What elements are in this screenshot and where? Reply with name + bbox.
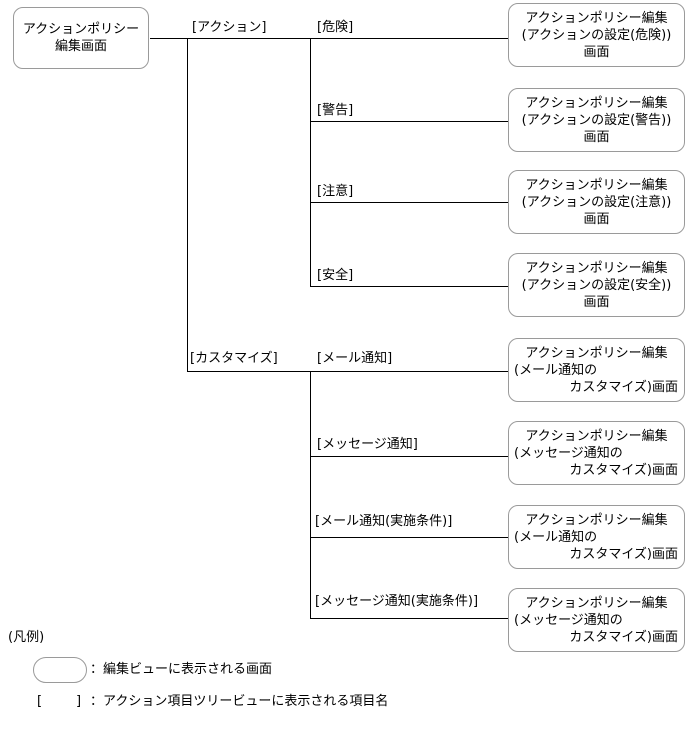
screen-node-text: (アクションの設定(警告)) xyxy=(521,112,672,128)
branch-label-customize: [カスタマイズ] xyxy=(190,351,278,366)
screen-node-text: (メッセージ通知の xyxy=(514,445,623,461)
connector-line xyxy=(310,38,311,286)
screen-node-text: 画面 xyxy=(583,44,610,60)
screen-node-mail-notify-condition: アクションポリシー編集 (メール通知の カスタマイズ)画面 xyxy=(508,505,685,569)
screen-node-text: (メッセージ通知の xyxy=(514,612,623,628)
item-label-message-notify: [メッセージ通知] xyxy=(317,437,418,452)
item-label-mail-notify: [メール通知] xyxy=(317,351,393,366)
screen-node-warning: アクションポリシー編集 (アクションの設定(警告)) 画面 xyxy=(508,88,685,152)
connector-line xyxy=(187,38,188,371)
connector-line xyxy=(310,286,508,287)
screen-node-text: アクションポリシー編集 xyxy=(525,345,668,361)
screen-node-text: (メール通知の xyxy=(514,529,598,545)
screen-node-text: アクションポリシー編集 xyxy=(525,595,668,611)
connector-line xyxy=(310,456,508,457)
screen-node-message-notify: アクションポリシー編集 (メッセージ通知の カスタマイズ)画面 xyxy=(508,421,685,485)
legend-bracket-close: ] xyxy=(76,694,82,709)
screen-node-text: カスタマイズ)画面 xyxy=(569,546,678,562)
connector-line xyxy=(187,371,508,372)
item-label-message-notify-condition: [メッセージ通知(実施条件)] xyxy=(315,594,479,609)
screen-node-text: (アクションの設定(危険)) xyxy=(521,27,672,43)
legend-screen-description: ：編集ビューに表示される画面 xyxy=(90,662,273,677)
screen-node-text: 画面 xyxy=(583,294,610,310)
legend-bracket-description: ：アクション項目ツリービューに表示される項目名 xyxy=(90,694,389,709)
screen-node-text: アクションポリシー編集 xyxy=(525,512,668,528)
screen-node-message-notify-condition: アクションポリシー編集 (メッセージ通知の カスタマイズ)画面 xyxy=(508,588,685,652)
screen-node-text: 画面 xyxy=(583,129,610,145)
connector-line xyxy=(310,371,311,618)
item-label-warning: [警告] xyxy=(317,103,354,118)
screen-node-text: (メール通知の xyxy=(514,362,598,378)
screen-node-caution: アクションポリシー編集 (アクションの設定(注意)) 画面 xyxy=(508,170,685,234)
root-screen-node: アクションポリシー 編集画面 xyxy=(13,7,149,69)
screen-node-safe: アクションポリシー編集 (アクションの設定(安全)) 画面 xyxy=(508,253,685,317)
root-screen-label-line2: 編集画面 xyxy=(54,39,107,54)
connector-line xyxy=(150,38,508,39)
branch-label-action: [アクション] xyxy=(192,20,267,35)
connector-line xyxy=(310,121,508,122)
screen-node-text: アクションポリシー編集 xyxy=(525,260,668,276)
screen-node-text: アクションポリシー編集 xyxy=(525,95,668,111)
item-label-mail-notify-condition: [メール通知(実施条件)] xyxy=(315,514,453,529)
item-label-caution: [注意] xyxy=(317,184,354,199)
item-label-safe: [安全] xyxy=(317,268,354,283)
connector-line xyxy=(310,618,508,619)
screen-node-text: (アクションの設定(安全)) xyxy=(521,277,672,293)
screen-node-mail-notify: アクションポリシー編集 (メール通知の カスタマイズ)画面 xyxy=(508,338,685,402)
root-screen-label-line1: アクションポリシー xyxy=(22,22,140,37)
screen-node-text: アクションポリシー編集 xyxy=(525,177,668,193)
connector-line xyxy=(310,537,508,538)
screen-node-text: カスタマイズ)画面 xyxy=(569,379,678,395)
screen-node-text: カスタマイズ)画面 xyxy=(569,629,678,645)
screen-node-text: 画面 xyxy=(583,211,610,227)
connector-line xyxy=(310,202,508,203)
screen-node-danger: アクションポリシー編集 (アクションの設定(危険)) 画面 xyxy=(508,3,685,67)
screen-node-text: カスタマイズ)画面 xyxy=(569,462,678,478)
legend-screen-shape xyxy=(33,657,87,683)
legend-bracket-open: [ xyxy=(37,694,43,709)
legend-title: (凡例) xyxy=(8,630,45,645)
screen-node-text: (アクションの設定(注意)) xyxy=(521,194,672,210)
item-label-danger: [危険] xyxy=(317,20,354,35)
screen-node-text: アクションポリシー編集 xyxy=(525,428,668,444)
screen-node-text: アクションポリシー編集 xyxy=(525,10,668,26)
